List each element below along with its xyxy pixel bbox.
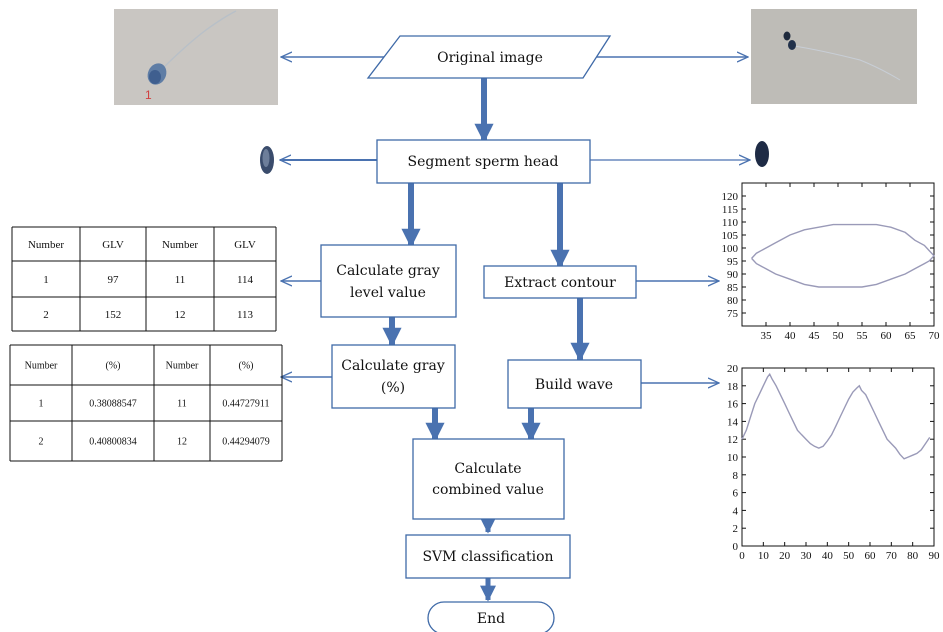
node-gray-pct-line1: Calculate gray	[341, 358, 445, 374]
node-calculate-gray-pct: Calculate gray (%)	[331, 344, 456, 409]
gray-percent-table: Number (%) Number (%) 1 0.38088547 11 0.4472791…	[9, 344, 283, 462]
contour-plot-ytick-label: 85	[727, 282, 739, 294]
contour-plot-ytick-label: 75	[727, 308, 739, 320]
pct-table-cell-1-1: 0.38088547	[89, 399, 137, 410]
contour-plot-xtick-label: 50	[833, 330, 845, 342]
original-image-photo-right	[751, 9, 917, 104]
wave-plot-xtick-label: 60	[865, 550, 877, 562]
wave-plot-xtick-label: 70	[886, 550, 898, 562]
pct-table-cell-1-3: 0.44727911	[222, 399, 269, 410]
original-image-photo-left: 1	[114, 9, 278, 105]
wave-plot-ytick-label: 8	[733, 470, 739, 482]
node-original-image: Original image	[366, 35, 612, 79]
wave-plot-ytick-label: 6	[733, 488, 739, 500]
node-end: End	[427, 601, 555, 632]
wave-plot-xtick-label: 0	[739, 550, 745, 562]
glv-table-header-3: GLV	[234, 239, 256, 251]
contour-plot-ytick-label: 100	[722, 243, 739, 255]
pct-table-cell-1-0: 1	[39, 399, 44, 410]
glv-table-header-2: Number	[162, 239, 198, 251]
wave-plot-ytick-label: 0	[733, 541, 739, 553]
pct-table-cell-1-2: 11	[177, 399, 187, 410]
contour-plot-ytick-label: 120	[722, 191, 739, 203]
node-combined-line1: Calculate	[454, 461, 521, 477]
node-build-wave: Build wave	[507, 359, 642, 409]
contour-plot-xtick-label: 70	[929, 330, 941, 342]
node-calculate-gray-level: Calculate gray level value	[320, 244, 457, 318]
pct-table-header-1: (%)	[106, 361, 121, 372]
node-original-image-label: Original image	[437, 50, 543, 66]
wave-plot-ytick-label: 18	[727, 381, 739, 393]
node-segment-sperm-head: Segment sperm head	[376, 139, 591, 184]
wave-plot: 0 10 20 30 40 50 60 70 80 90 0 2 4 6 8 10 12 14 16 18 20	[727, 363, 940, 562]
flow-arrows	[280, 57, 750, 602]
node-extract-contour: Extract contour	[483, 265, 637, 299]
pct-table-header-2: Number	[166, 361, 199, 372]
node-combined-line2: combined value	[432, 482, 544, 498]
node-end-label: End	[477, 611, 505, 627]
node-gray-level-line2: level value	[350, 285, 426, 301]
node-build-wave-label: Build wave	[535, 377, 613, 393]
contour-plot-xtick-label: 35	[761, 330, 773, 342]
glv-table-header-0: Number	[28, 239, 64, 251]
node-segment-label: Segment sperm head	[408, 154, 559, 170]
contour-plot-frame	[741, 182, 935, 327]
glv-table-cell-2-3: 113	[237, 309, 254, 321]
node-calculate-combined: Calculate combined value	[412, 438, 565, 520]
segmented-head-right	[755, 141, 769, 167]
glv-table-header-1: GLV	[102, 239, 124, 251]
contour-plot-xtick-label: 45	[809, 330, 821, 342]
glv-table: Number GLV Number GLV 1 97 11 114 2 152 12 113	[11, 226, 277, 332]
contour-plot-ytick-label: 115	[722, 204, 739, 216]
wave-plot-xtick-label: 30	[801, 550, 813, 562]
wave-plot-series-line	[741, 372, 931, 460]
contour-plot-xtick-label: 55	[857, 330, 869, 342]
wave-plot-ytick-label: 12	[727, 434, 738, 446]
wave-plot-ytick-label: 14	[727, 416, 739, 428]
node-svm-label: SVM classification	[422, 549, 553, 565]
pct-table-cell-2-2: 12	[177, 437, 187, 448]
glv-table-cell-1-1: 97	[108, 274, 120, 286]
contour-plot: 35 40 45 50 55 60 65 70 758085909510010511011512…	[722, 182, 941, 342]
pct-table-cell-2-3: 0.44294079	[222, 437, 270, 448]
contour-plot-ytick-label: 105	[722, 230, 739, 242]
pct-table-header-3: (%)	[239, 361, 254, 372]
wave-plot-ytick-label: 16	[727, 399, 739, 411]
wave-plot-xtick-label: 80	[907, 550, 919, 562]
photo-number-label: 1	[145, 88, 152, 102]
glv-table-cell-1-2: 11	[175, 274, 186, 286]
node-gray-level-line1: Calculate gray	[336, 263, 440, 279]
glv-table-cell-2-1: 152	[105, 309, 122, 321]
contour-plot-xtick-label: 40	[785, 330, 797, 342]
wave-plot-ytick-label: 4	[733, 505, 739, 517]
contour-plot-ytick-label: 95	[727, 256, 739, 268]
contour-plot-ytick-label: 110	[722, 217, 739, 229]
pct-table-cell-2-0: 2	[39, 437, 44, 448]
wave-plot-xtick-label: 40	[822, 550, 834, 562]
wave-plot-frame	[741, 367, 935, 547]
pct-table-header-0: Number	[25, 361, 58, 372]
wave-plot-xtick-label: 20	[779, 550, 791, 562]
node-extract-label: Extract contour	[504, 275, 616, 291]
glv-table-cell-1-0: 1	[43, 274, 49, 286]
contour-plot-xtick-label: 65	[905, 330, 917, 342]
glv-table-cell-1-3: 114	[237, 274, 254, 286]
pct-table-cell-2-1: 0.40800834	[89, 437, 137, 448]
wave-plot-xtick-label: 90	[929, 550, 941, 562]
segmented-head-left	[260, 146, 274, 174]
contour-plot-xtick-label: 60	[881, 330, 893, 342]
contour-plot-ytick-label: 80	[727, 295, 739, 307]
wave-plot-ytick-label: 2	[733, 523, 739, 535]
wave-plot-xtick-label: 10	[758, 550, 770, 562]
node-svm-classification: SVM classification	[405, 534, 571, 579]
glv-table-cell-2-0: 2	[43, 309, 49, 321]
wave-plot-xtick-label: 50	[843, 550, 855, 562]
glv-table-cell-2-2: 12	[175, 309, 186, 321]
wave-plot-ytick-label: 20	[727, 363, 739, 375]
contour-plot-series-line	[751, 223, 935, 288]
contour-plot-ytick-label: 90	[727, 269, 739, 281]
wave-plot-ytick-label: 10	[727, 452, 739, 464]
node-gray-pct-line2: (%)	[381, 380, 405, 396]
